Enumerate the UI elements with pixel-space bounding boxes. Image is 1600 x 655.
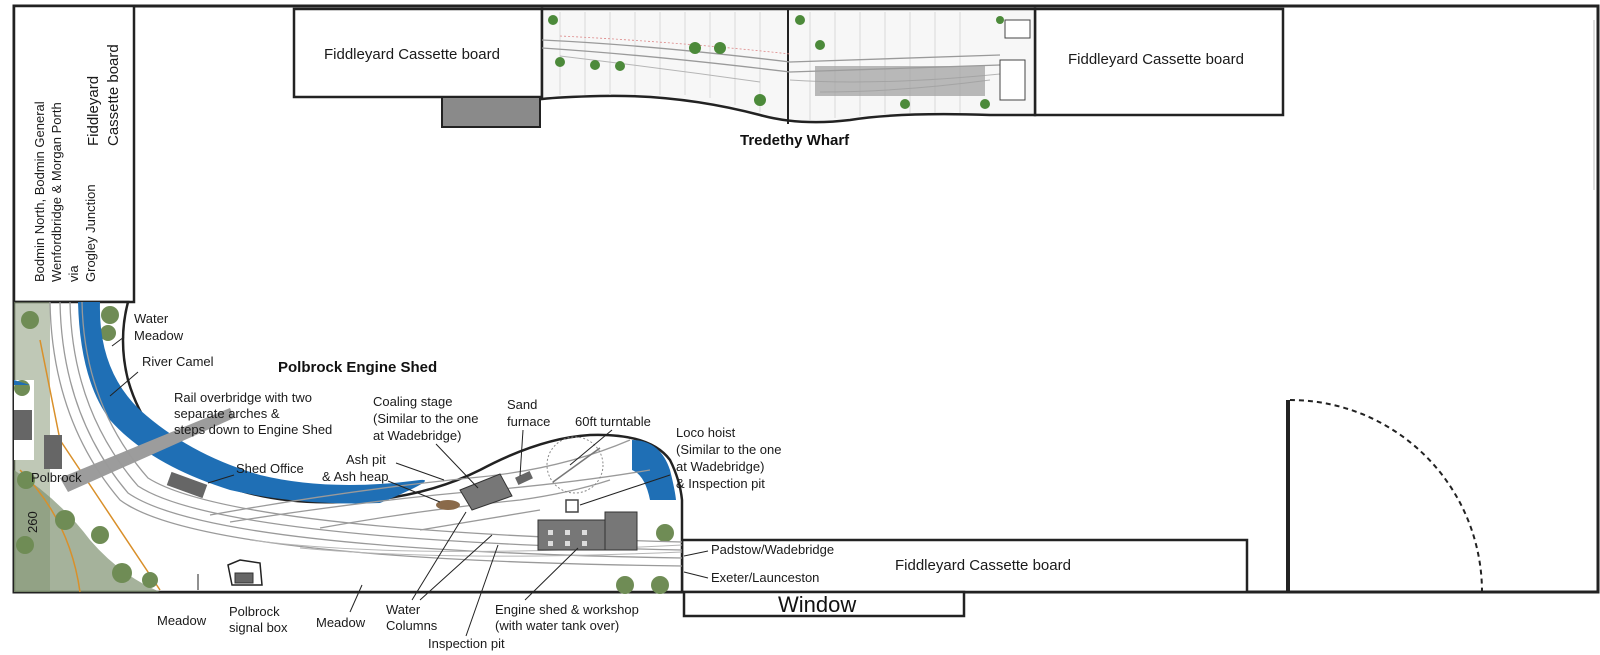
svg-text:Inspection pit: Inspection pit bbox=[428, 636, 505, 651]
svg-text:Cassette board: Cassette board bbox=[105, 44, 122, 146]
svg-text:via: via bbox=[66, 265, 81, 282]
svg-text:(Similar to the one: (Similar to the one bbox=[373, 411, 479, 426]
svg-text:& Ash heap: & Ash heap bbox=[322, 469, 389, 484]
svg-text:Polbrock: Polbrock bbox=[31, 470, 82, 485]
tredethy-wharf-board bbox=[540, 7, 1037, 124]
label-sand-furnace: Sand furnace bbox=[507, 397, 550, 477]
svg-text:Wenfordbridge & Morgan Porth: Wenfordbridge & Morgan Porth bbox=[49, 102, 64, 282]
label-coaling-stage: Coaling stage (Similar to the one at Wad… bbox=[373, 394, 479, 489]
label-polbrock: Polbrock bbox=[31, 470, 82, 485]
svg-text:at Wadebridge): at Wadebridge) bbox=[373, 428, 461, 443]
svg-text:Water: Water bbox=[386, 602, 421, 617]
svg-text:(Similar to the one: (Similar to the one bbox=[676, 442, 782, 457]
bottom-fiddleyard-label: Fiddleyard Cassette board bbox=[895, 557, 1071, 574]
bottom-fiddleyard-board bbox=[680, 538, 1249, 594]
svg-text:Sand: Sand bbox=[507, 397, 537, 412]
svg-text:60ft turntable: 60ft turntable bbox=[575, 414, 651, 429]
svg-text:River Camel: River Camel bbox=[142, 354, 214, 369]
window-label: Window bbox=[778, 592, 856, 617]
top-right-fiddleyard-label: Fiddleyard Cassette board bbox=[1068, 51, 1244, 68]
label-meadow-mid: Meadow bbox=[316, 584, 366, 630]
svg-text:Bodmin North, Bodmin General: Bodmin North, Bodmin General bbox=[32, 101, 47, 282]
svg-text:furnace: furnace bbox=[507, 414, 550, 429]
left-fiddleyard-board bbox=[12, 4, 136, 304]
left-fiddleyard-label: Fiddleyard Cassette board bbox=[85, 44, 122, 146]
svg-text:Padstow/Wadebridge: Padstow/Wadebridge bbox=[711, 542, 834, 557]
wharf-title: Tredethy Wharf bbox=[740, 132, 850, 149]
signal-box bbox=[234, 572, 254, 584]
label-mileage: 260 bbox=[25, 511, 40, 533]
door-swing bbox=[1289, 399, 1483, 593]
svg-text:Meadow: Meadow bbox=[316, 615, 366, 630]
loco-hoist bbox=[565, 499, 579, 513]
label-inspection-pit: Inspection pit bbox=[428, 544, 505, 651]
svg-text:at Wadebridge): at Wadebridge) bbox=[676, 459, 764, 474]
svg-text:signal box: signal box bbox=[229, 620, 288, 635]
label-water-columns: Water Columns bbox=[386, 511, 493, 633]
label-meadow-left: Meadow bbox=[157, 574, 207, 628]
svg-text:(with water tank over): (with water tank over) bbox=[495, 618, 619, 633]
svg-text:Engine shed & workshop: Engine shed & workshop bbox=[495, 602, 639, 617]
label-turntable: 60ft turntable bbox=[569, 414, 651, 466]
river-camel bbox=[78, 302, 425, 504]
svg-text:Polbrock: Polbrock bbox=[229, 604, 280, 619]
sand-furnace bbox=[515, 470, 533, 486]
svg-text:Fiddleyard: Fiddleyard bbox=[85, 76, 102, 146]
svg-text:Coaling stage: Coaling stage bbox=[373, 394, 453, 409]
label-river-camel: River Camel bbox=[109, 354, 214, 397]
svg-text:Water: Water bbox=[134, 311, 169, 326]
svg-text:Columns: Columns bbox=[386, 618, 438, 633]
svg-text:Exeter/Launceston: Exeter/Launceston bbox=[711, 570, 819, 585]
svg-text:& Inspection pit: & Inspection pit bbox=[676, 476, 765, 491]
svg-text:separate arches &: separate arches & bbox=[174, 406, 280, 421]
ash-heap bbox=[436, 500, 460, 510]
svg-text:steps down to Engine Shed: steps down to Engine Shed bbox=[174, 422, 332, 437]
layout-title: Polbrock Engine Shed bbox=[278, 359, 437, 376]
svg-text:260: 260 bbox=[25, 511, 40, 533]
label-exits: Padstow/Wadebridge Exeter/Launceston bbox=[683, 542, 834, 585]
svg-text:Loco hoist: Loco hoist bbox=[676, 425, 736, 440]
left-board-route-text: Bodmin North, Bodmin General Wenfordbrid… bbox=[32, 101, 98, 282]
top-left-fiddleyard-label: Fiddleyard Cassette board bbox=[324, 46, 500, 63]
top-left-fiddleyard-board bbox=[292, 7, 544, 99]
svg-text:Shed Office: Shed Office bbox=[236, 461, 304, 476]
svg-text:Ash pit: Ash pit bbox=[346, 452, 386, 467]
svg-text:Meadow: Meadow bbox=[157, 613, 207, 628]
shed-office bbox=[166, 471, 208, 499]
label-water-meadow: Water Meadow bbox=[111, 311, 184, 347]
polbrock-board bbox=[12, 300, 684, 594]
label-engine-shed: Engine shed & workshop (with water tank … bbox=[495, 547, 639, 633]
label-shed-office: Shed Office bbox=[207, 461, 304, 484]
label-signal-box: Polbrock signal box bbox=[229, 604, 288, 635]
label-ash-pit: Ash pit & Ash heap bbox=[322, 452, 445, 503]
coaling-stage bbox=[459, 473, 513, 511]
label-rail-overbridge: Rail overbridge with two separate arches… bbox=[174, 390, 332, 437]
label-loco-hoist: Loco hoist (Similar to the one at Wadebr… bbox=[579, 425, 782, 506]
top-left-board-extension bbox=[441, 96, 541, 128]
turntable bbox=[546, 436, 604, 494]
svg-text:Meadow: Meadow bbox=[134, 328, 184, 343]
window bbox=[682, 590, 966, 618]
svg-text:Grogley Junction: Grogley Junction bbox=[83, 184, 98, 282]
svg-text:Rail overbridge with two: Rail overbridge with two bbox=[174, 390, 312, 405]
